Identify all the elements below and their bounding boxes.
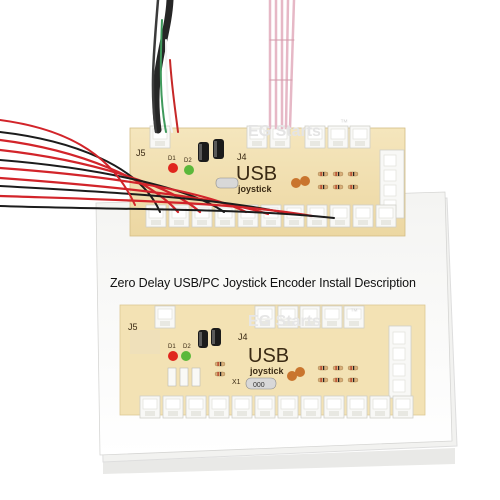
board-diagram-d1-label: D1	[168, 344, 176, 350]
board-top-j5-label: J5	[136, 148, 146, 158]
board-diagram-watermark: EG Starts	[248, 313, 321, 330]
board-diagram-d2-label: D2	[183, 344, 191, 350]
board-diagram-j5-label: J5	[128, 322, 138, 332]
board-diagram-j4-label: J4	[238, 332, 248, 342]
board-top-usb-label: USB	[236, 163, 277, 185]
board-diagram-crystal-label: X1	[232, 379, 241, 386]
board-top-watermark: EG Starts	[248, 123, 321, 140]
usb-cable	[151, 0, 179, 134]
button-wires	[0, 119, 335, 219]
board-diagram-usb-label: USB	[248, 345, 289, 367]
board-top-d2-label: D2	[184, 158, 192, 164]
board-diagram	[119, 304, 426, 419]
ribbon-cable	[268, 0, 296, 130]
board-top-j4-label: J4	[237, 152, 247, 162]
board-diagram-joystick-label: joystick	[249, 366, 285, 376]
board-diagram-trademark: ™	[350, 307, 358, 316]
board-top-d1-label: D1	[168, 156, 176, 162]
board-top-trademark: ™	[340, 118, 348, 127]
board-top-joystick-label: joystick	[237, 184, 273, 194]
board-diagram-crystal-marking: 000	[253, 382, 265, 389]
instruction-sheet-title: Zero Delay USB/PC Joystick Encoder Insta…	[110, 276, 416, 290]
